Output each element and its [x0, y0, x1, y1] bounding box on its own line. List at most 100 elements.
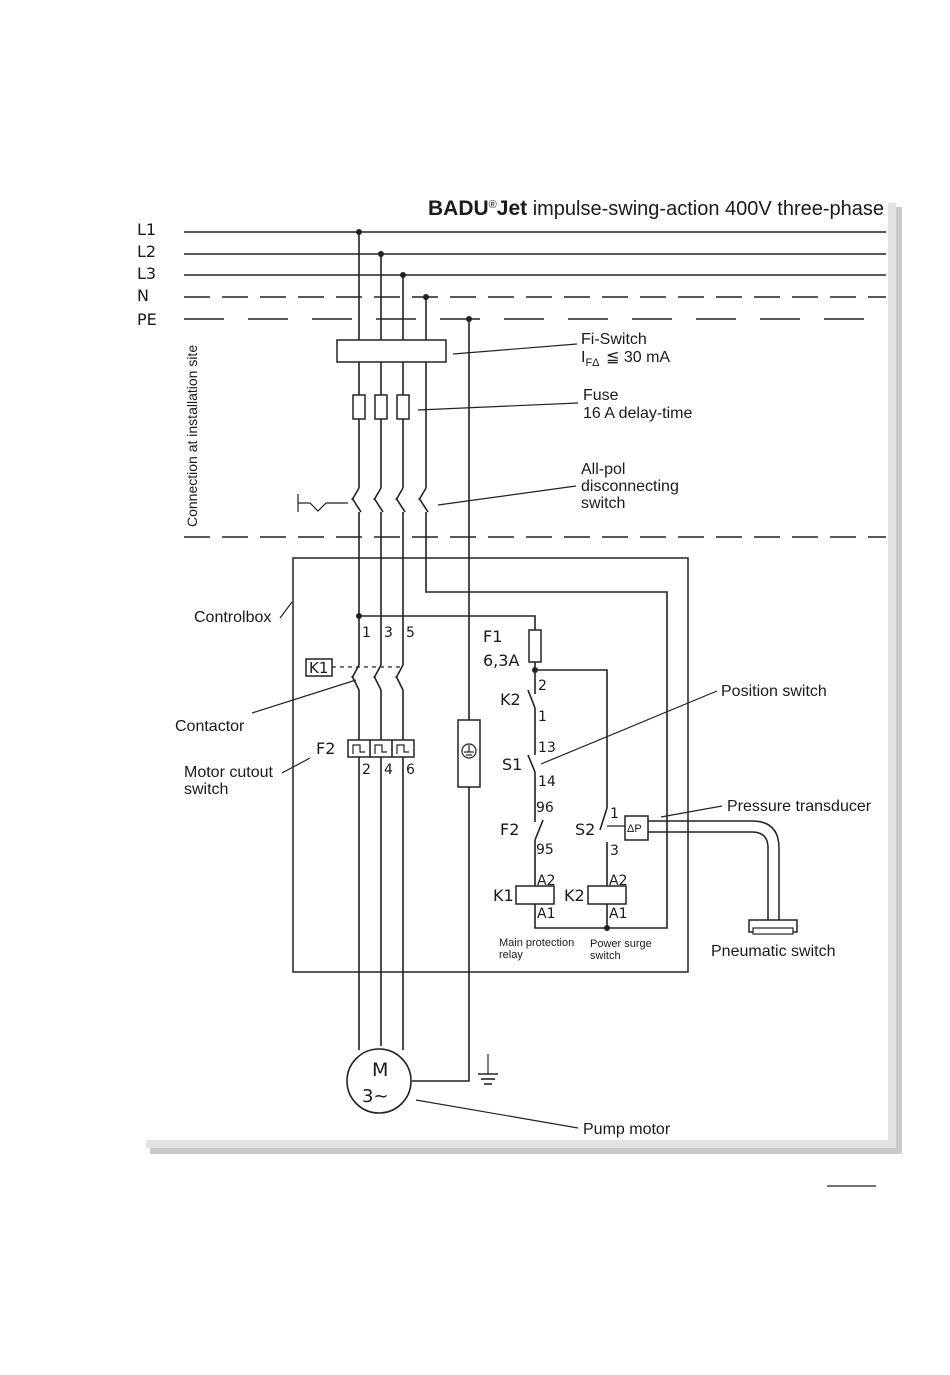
controlbox-leader — [279, 601, 293, 619]
contactor-contacts — [351, 664, 404, 691]
s1-label: S1 — [502, 755, 522, 774]
ground-icon — [478, 1054, 498, 1085]
s2-label: S2 — [575, 820, 595, 839]
controlbox-label: Controlbox — [194, 609, 271, 626]
brand-name: BADU — [428, 197, 489, 220]
coil-k1-label: K1 — [493, 886, 514, 905]
fi-switch-leader — [452, 343, 578, 355]
fi-switch-box — [336, 339, 447, 363]
junction-coil-return — [604, 925, 610, 931]
diagram-frame — [140, 196, 888, 1140]
terminal-3: 3 — [384, 625, 393, 641]
coil-k1-a2: A2 — [537, 873, 555, 889]
installation-site-label: Connection at installation site — [184, 345, 200, 527]
main-relay-label-1: Main protection — [499, 937, 574, 949]
terminal-2: 2 — [362, 762, 371, 778]
coil-k1-a1: A1 — [537, 906, 555, 922]
terminal-s1-13: 13 — [538, 740, 556, 756]
pressure-transducer-box — [624, 815, 649, 841]
motor-phase-label: 3~ — [362, 1086, 389, 1107]
s1-contact — [527, 754, 536, 773]
motor-cutout-label-1: Motor cutout — [184, 764, 273, 781]
line-label-n: N — [137, 286, 149, 305]
terminal-s2-3: 3 — [610, 843, 619, 859]
pump-motor-symbol — [346, 1048, 412, 1114]
wire-n-route — [425, 512, 668, 929]
allpol-label-2: disconnecting — [581, 478, 679, 495]
fi-switch-rating: ≦ 30 mA — [606, 349, 670, 366]
pressure-transducer-symbol: ΔP — [627, 823, 642, 835]
disconnect-switch-symbol — [297, 487, 429, 513]
surge-switch-label-1: Power surge — [590, 938, 652, 950]
contactor-k1-label: K1 — [309, 659, 328, 677]
motor-cutout-leader — [281, 757, 311, 774]
terminal-4: 4 — [384, 762, 393, 778]
f1-fuse — [528, 629, 542, 663]
allpol-label-3: switch — [581, 495, 625, 512]
fuse-label: Fuse — [583, 387, 619, 404]
motor-m-label: M — [372, 1059, 388, 1081]
k2-contact-label: K2 — [500, 690, 521, 709]
fuse-l1 — [352, 394, 366, 420]
fi-switch-label: Fi-Switch — [581, 331, 647, 348]
wire-coil-return — [534, 904, 608, 929]
diagram-title: BADU®Jet impulse-swing-action 400V three… — [428, 197, 884, 220]
terminal-s2-1: 1 — [610, 806, 619, 822]
wire-to-s2 — [535, 669, 608, 808]
contactor-leader — [251, 679, 357, 714]
f2-aux-contact — [534, 819, 544, 841]
line-label-l1: L1 — [137, 220, 156, 239]
line-label-l3: L3 — [137, 264, 156, 283]
fuse-l2 — [374, 394, 388, 420]
terminal-5: 5 — [406, 625, 415, 641]
pump-motor-leader — [415, 1099, 579, 1129]
line-label-pe: PE — [137, 310, 157, 329]
terminal-6: 6 — [406, 762, 415, 778]
f1-label: F1 — [483, 627, 502, 646]
line-label-l2: L2 — [137, 242, 156, 261]
main-relay-label-2: relay — [499, 949, 523, 961]
control-box — [292, 557, 689, 973]
pneumatic-hose — [648, 820, 780, 920]
wire-control-feed — [359, 615, 536, 630]
coil-k2-a1: A1 — [609, 906, 627, 922]
terminal-f2-95: 95 — [536, 842, 554, 858]
f2-aux-label: F2 — [500, 820, 519, 839]
wire-pe-motor — [412, 787, 470, 1082]
brand-suffix: Jet — [497, 197, 527, 220]
k2-contact — [527, 689, 536, 709]
pressure-transducer-leader — [660, 805, 723, 818]
pe-terminal-box — [457, 719, 481, 788]
relay-coil-k1 — [515, 885, 555, 905]
coil-k2-label: K2 — [564, 886, 585, 905]
pneumatic-switch-symbol — [748, 919, 798, 935]
pump-motor-label: Pump motor — [583, 1121, 671, 1138]
terminal-1: 1 — [362, 625, 371, 641]
f1-rating: 6,3A — [483, 651, 519, 670]
earth-icon — [461, 743, 477, 759]
fuse-leader — [417, 402, 579, 411]
terminal-s1-14: 14 — [538, 774, 556, 790]
pneumatic-switch-label: Pneumatic switch — [711, 943, 836, 960]
f2-label-main: F2 — [316, 739, 335, 758]
contactor-label: Contactor — [175, 718, 245, 735]
pressure-transducer-label: Pressure transducer — [727, 798, 872, 815]
terminal-k2-1: 1 — [538, 709, 547, 725]
motor-cutout-label-2: switch — [184, 781, 228, 798]
position-switch-label: Position switch — [721, 683, 827, 700]
motor-cutout-symbol — [347, 739, 415, 758]
disconnect-leader — [437, 485, 577, 506]
fuse-l3 — [396, 394, 410, 420]
terminal-f1-2: 2 — [538, 678, 547, 694]
surge-switch-label-2: switch — [590, 950, 621, 962]
s2-contact — [599, 807, 608, 831]
coil-k2-a2: A2 — [609, 873, 627, 889]
relay-coil-k2 — [587, 885, 627, 905]
position-switch-leader — [540, 690, 718, 765]
allpol-label-1: All-pol — [581, 461, 625, 478]
terminal-f2-96: 96 — [536, 800, 554, 816]
registered-mark: ® — [489, 199, 497, 211]
fuse-rating: 16 A delay-time — [583, 405, 693, 422]
title-text: impulse-swing-action 400V three-phase — [527, 198, 884, 220]
